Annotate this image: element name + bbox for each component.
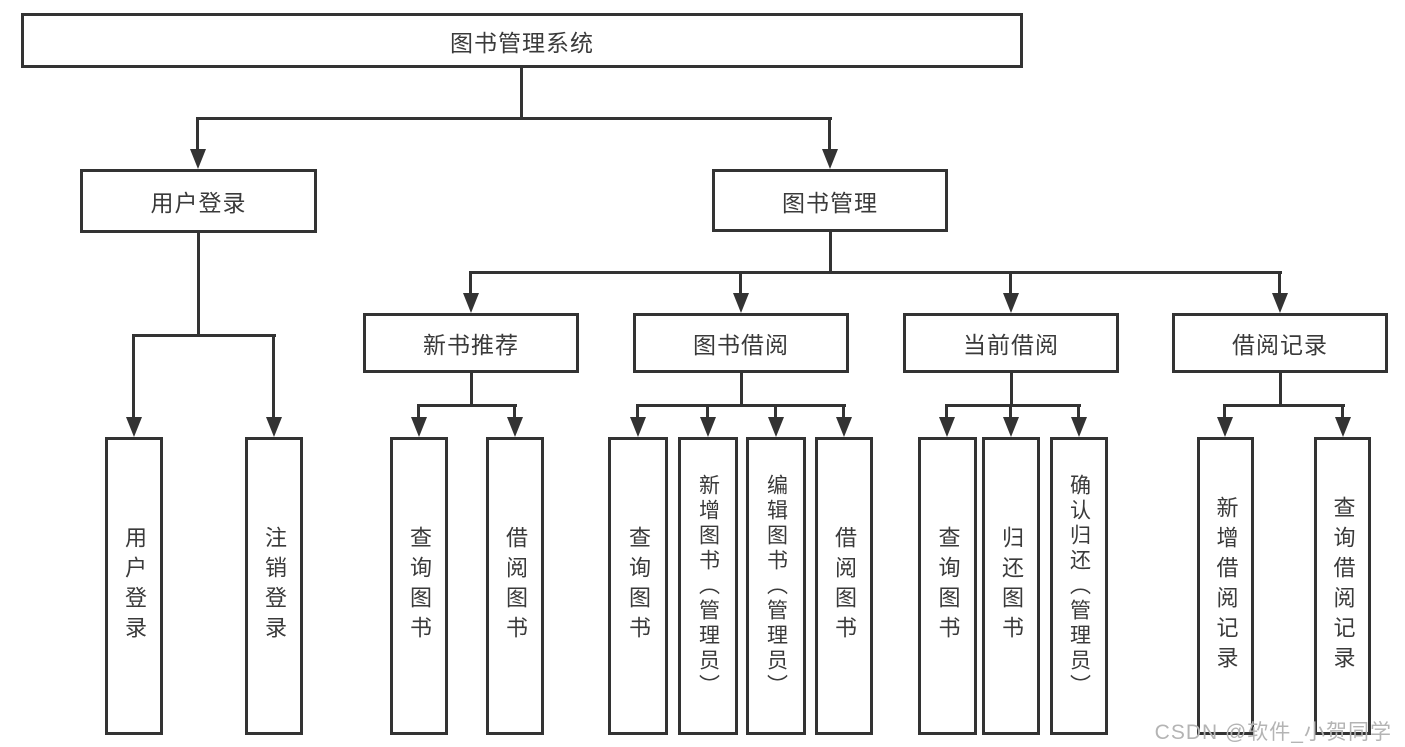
- connector-split-book-borrow: [637, 404, 846, 407]
- connector-stem-new-book-recommend: [470, 373, 473, 407]
- connector-arrow-down: [126, 417, 142, 437]
- leaf-confirm-return-admin: 确认归还（管理员）: [1050, 437, 1108, 735]
- node-label: 新书推荐: [423, 332, 519, 358]
- node-user-login: 用户登录: [80, 169, 317, 233]
- leaf-label: 查询图书: [407, 526, 432, 646]
- leaf-label: 归还图书: [999, 526, 1024, 646]
- connector-drop: [1077, 404, 1080, 420]
- connector-arrow-down: [190, 149, 206, 169]
- connector-drop: [1341, 404, 1344, 420]
- connector-drop: [842, 404, 845, 420]
- leaf-return-books: 归还图书: [982, 437, 1040, 735]
- connector-arrow-down: [939, 417, 955, 437]
- connector-arrow-down: [630, 417, 646, 437]
- leaf-add-books-admin: 新增图书（管理员）: [678, 437, 738, 735]
- node-label: 用户登录: [150, 190, 247, 216]
- node-borrow-records: 借阅记录: [1172, 313, 1388, 373]
- connector-split-root: [197, 117, 832, 120]
- leaf-label: 查询图书: [626, 526, 651, 646]
- node-new-book-recommend: 新书推荐: [363, 313, 579, 373]
- leaf-label: 确认归还（管理员）: [1067, 473, 1091, 699]
- node-system-root: 图书管理系统: [21, 13, 1023, 68]
- leaf-label: 注销登录: [262, 526, 287, 646]
- leaf-label: 新增借阅记录: [1213, 496, 1239, 676]
- node-label: 当前借阅: [963, 332, 1059, 358]
- connector-split-borrow-records: [1224, 404, 1345, 407]
- connector-arrow-down: [1335, 417, 1351, 437]
- connector-drop: [1009, 271, 1012, 297]
- node-book-borrow: 图书借阅: [633, 313, 849, 373]
- connector-arrow-down: [507, 417, 523, 437]
- leaf-label: 查询借阅记录: [1330, 496, 1356, 676]
- connector-arrow-down: [822, 149, 838, 169]
- connector-drop: [739, 271, 742, 297]
- connector-drop: [196, 117, 199, 153]
- connector-drop: [774, 404, 777, 420]
- leaf-label: 借阅图书: [503, 526, 528, 646]
- leaf-query-books-borrow: 查询图书: [608, 437, 668, 735]
- node-label: 借阅记录: [1232, 332, 1328, 358]
- connector-arrow-down: [700, 417, 716, 437]
- leaf-label: 查询图书: [935, 526, 961, 646]
- node-label: 图书管理系统: [450, 29, 594, 56]
- connector-drop: [513, 404, 516, 420]
- connector-drop: [706, 404, 709, 420]
- connector-drop: [272, 334, 275, 420]
- connector-split-new-book-recommend: [418, 404, 517, 407]
- leaf-query-books-recommend: 查询图书: [390, 437, 448, 735]
- connector-stem-borrow-records: [1279, 373, 1282, 407]
- leaf-borrow-books: 借阅图书: [815, 437, 873, 735]
- connector-arrow-down: [411, 417, 427, 437]
- connector-drop: [132, 334, 135, 420]
- node-current-borrow: 当前借阅: [903, 313, 1119, 373]
- connector-drop: [945, 404, 948, 420]
- node-label: 图书管理: [782, 189, 878, 216]
- connector-arrow-down: [1003, 417, 1019, 437]
- leaf-query-borrow-record: 查询借阅记录: [1314, 437, 1371, 735]
- connector-drop: [469, 271, 472, 297]
- connector-stem-root: [520, 68, 523, 118]
- connector-stem-user-login: [197, 233, 200, 337]
- connector-arrow-down: [1003, 293, 1019, 313]
- connector-stem-book-management: [829, 232, 832, 274]
- connector-drop: [1223, 404, 1226, 420]
- leaf-borrow-books-recommend: 借阅图书: [486, 437, 544, 735]
- csdn-watermark: CSDN @软件_小贺同学: [1154, 721, 1392, 744]
- connector-arrow-down: [1071, 417, 1087, 437]
- connector-split-user-login: [133, 334, 276, 337]
- connector-arrow-down: [836, 417, 852, 437]
- connector-arrow-down: [1217, 417, 1233, 437]
- connector-split-current-borrow: [946, 404, 1081, 407]
- connector-drop: [828, 117, 831, 153]
- connector-stem-current-borrow: [1010, 373, 1013, 407]
- connector-arrow-down: [266, 417, 282, 437]
- node-label: 图书借阅: [693, 332, 789, 358]
- leaf-label: 借阅图书: [832, 526, 857, 646]
- leaf-label: 用户登录: [122, 526, 147, 646]
- connector-arrow-down: [1272, 293, 1288, 313]
- connector-arrow-down: [768, 417, 784, 437]
- connector-stem-book-borrow: [740, 373, 743, 407]
- leaf-edit-books-admin: 编辑图书（管理员）: [746, 437, 806, 735]
- leaf-add-borrow-record: 新增借阅记录: [1197, 437, 1254, 735]
- connector-arrow-down: [733, 293, 749, 313]
- leaf-query-books-current: 查询图书: [918, 437, 977, 735]
- connector-drop: [1009, 404, 1012, 420]
- leaf-label: 新增图书（管理员）: [696, 473, 720, 699]
- connector-drop: [1278, 271, 1281, 297]
- node-book-management: 图书管理: [712, 169, 948, 232]
- leaf-label: 编辑图书（管理员）: [764, 473, 788, 699]
- connector-split-book-management: [470, 271, 1282, 274]
- leaf-logout: 注销登录: [245, 437, 303, 735]
- connector-arrow-down: [463, 293, 479, 313]
- connector-drop: [636, 404, 639, 420]
- leaf-user-login: 用户登录: [105, 437, 163, 735]
- connector-drop: [417, 404, 420, 420]
